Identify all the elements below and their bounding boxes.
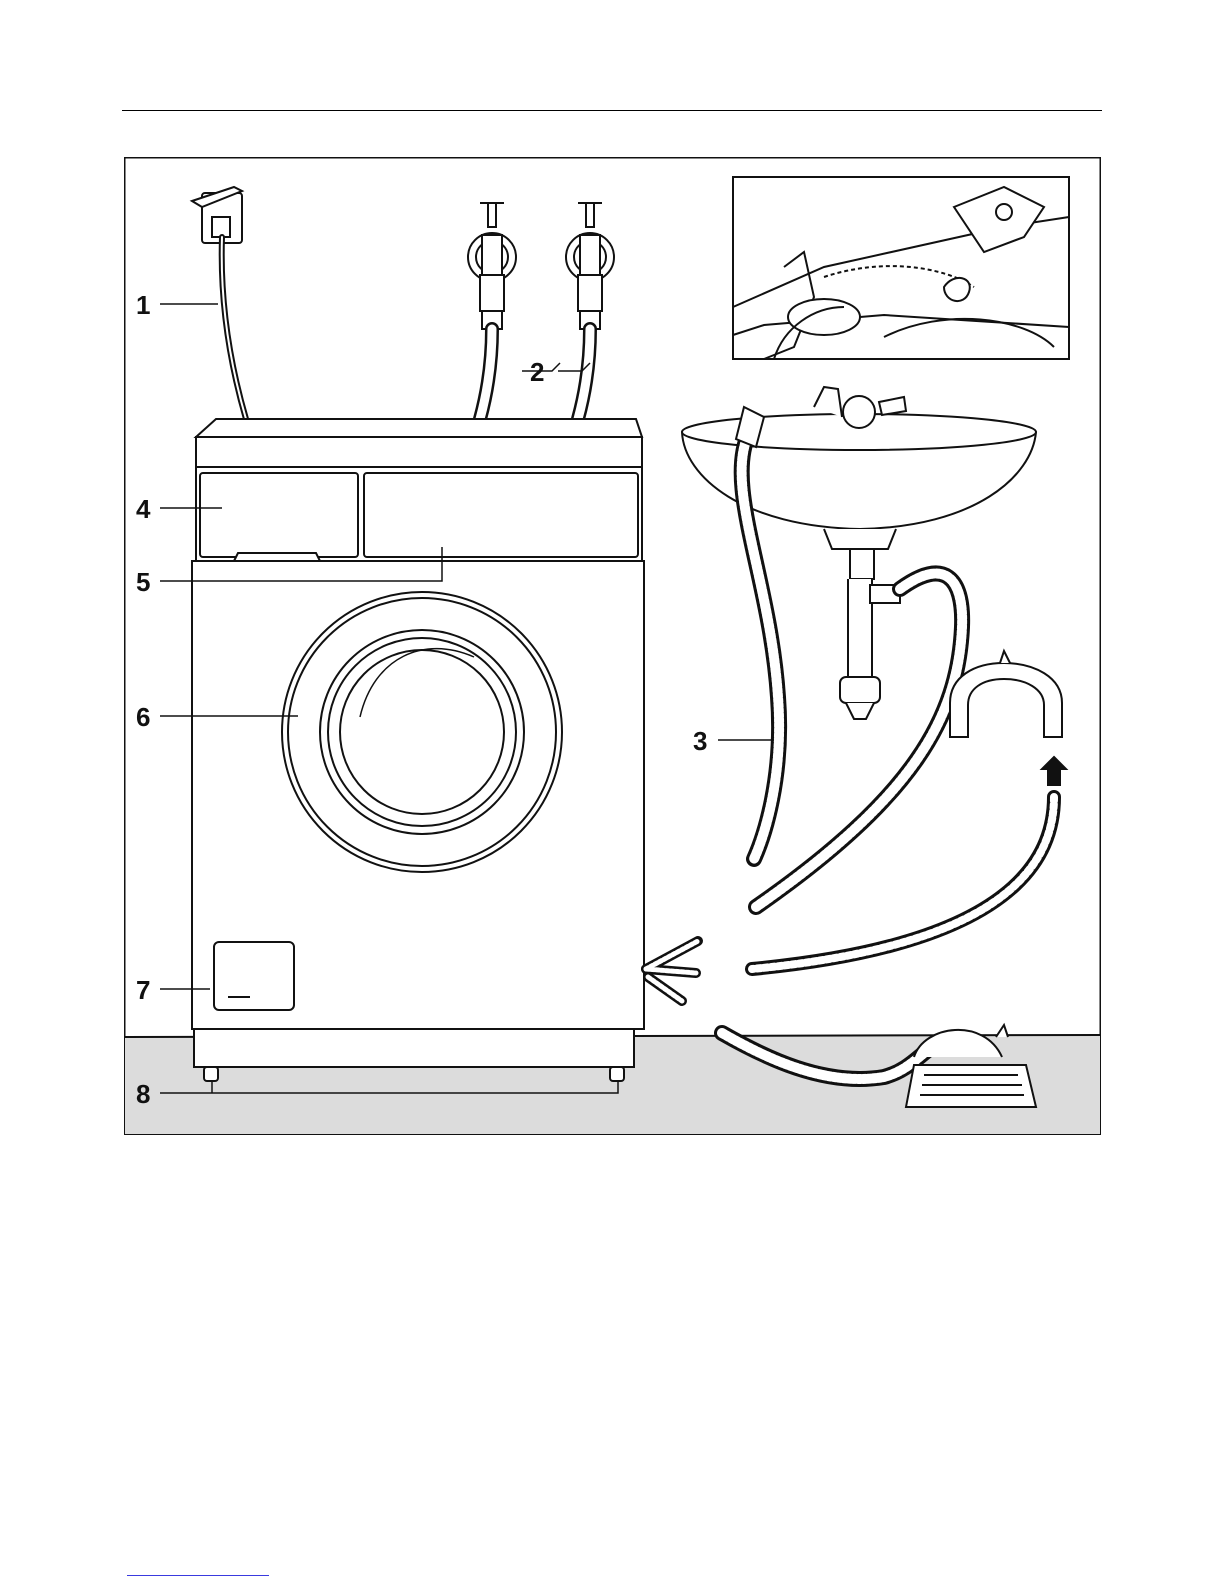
callout-4: 4 <box>136 496 150 522</box>
callout-6: 6 <box>136 704 150 730</box>
door-glass <box>340 650 504 814</box>
sink-inset <box>733 177 1069 359</box>
diagram-svg <box>124 157 1101 1135</box>
callout-5: 5 <box>136 569 150 595</box>
callout-2: 2 <box>530 359 544 385</box>
footer-link-rule <box>127 1575 269 1576</box>
washing-machine <box>192 419 644 1081</box>
callout-7: 7 <box>136 977 150 1003</box>
callout-3: 3 <box>693 728 707 754</box>
detergent-drawer <box>200 473 358 557</box>
drain-filter-flap <box>214 942 294 1010</box>
header-rule <box>122 110 1102 111</box>
installation-diagram: 1 2 3 4 5 6 7 8 <box>124 157 1101 1135</box>
control-panel <box>364 473 638 557</box>
drawer-handle <box>234 553 320 561</box>
callout-1: 1 <box>136 292 150 318</box>
callout-8: 8 <box>136 1081 150 1107</box>
